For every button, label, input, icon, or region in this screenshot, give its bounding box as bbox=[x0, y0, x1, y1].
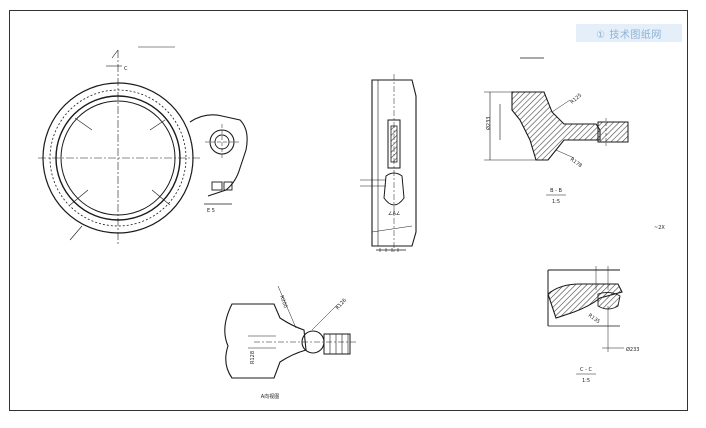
dim-r128-label: R128 bbox=[250, 351, 256, 364]
watermark-logo: ① 技术图纸网 bbox=[576, 24, 682, 42]
dim-r125-label: R125 bbox=[569, 93, 583, 106]
note-2x: ~2X bbox=[654, 225, 665, 231]
dim-d233-bb: Ø233 bbox=[485, 117, 492, 130]
dim-a1-label: ∠A∠ bbox=[388, 211, 400, 217]
bottom-view-title: A向视图 bbox=[261, 393, 279, 400]
bottom-detail-view bbox=[224, 285, 356, 379]
section-cc-view bbox=[547, 266, 624, 352]
drawing-frame bbox=[9, 10, 688, 411]
ring-front-view bbox=[38, 46, 248, 245]
side-section-view bbox=[360, 74, 417, 252]
dim-r135-label: R135 bbox=[587, 313, 601, 325]
dim-r126-label: R126 bbox=[335, 297, 348, 311]
section-cc-title: C - C bbox=[580, 367, 592, 373]
section-bb-scale: 1:5 bbox=[552, 199, 560, 205]
section-bb-view bbox=[484, 57, 629, 161]
dim-e-label: E 5 bbox=[207, 208, 215, 214]
section-bb-title: B - B bbox=[550, 188, 562, 194]
dim-r178-label: R178 bbox=[569, 157, 583, 169]
section-cc-scale: 1:5 bbox=[582, 378, 590, 384]
dim-233-label: Ø233 bbox=[626, 346, 639, 353]
dim-r200-label: R200 bbox=[278, 295, 288, 309]
dim-c-label: C bbox=[124, 66, 128, 72]
